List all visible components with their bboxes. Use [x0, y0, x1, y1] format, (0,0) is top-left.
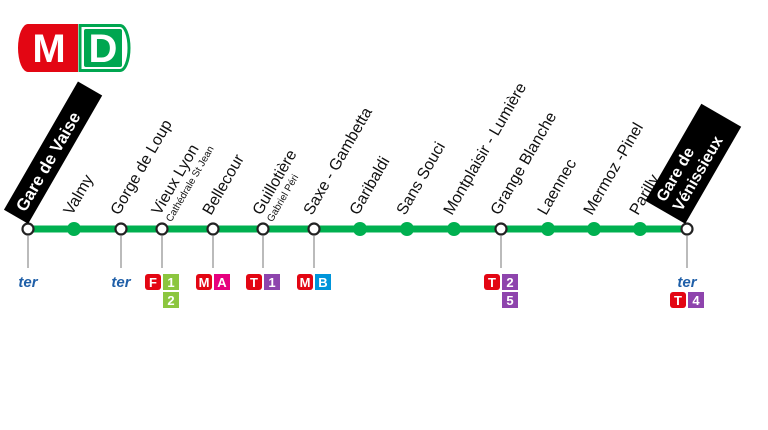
connection-badge-label: F	[149, 275, 157, 290]
station-marker-grange-blanche[interactable]	[494, 222, 508, 236]
connection-badge-t	[484, 274, 500, 290]
logo-line-letter: D	[89, 27, 118, 71]
station-marker-saxe-gambetta[interactable]	[307, 222, 321, 236]
station-name: Montplaisir - Lumière	[441, 80, 530, 218]
connections-gorge-de-loup: ter	[111, 274, 131, 291]
logo-metro-badge	[18, 24, 78, 72]
station-marker-laennec[interactable]	[541, 222, 555, 236]
station-label-sans-souci[interactable]: Sans Souci	[394, 139, 449, 218]
connection-badge-1	[163, 274, 179, 290]
station-marker-gorge-de-loup[interactable]	[114, 222, 128, 236]
station-marker-gare-de-venissieux[interactable]	[680, 222, 694, 236]
ter-train-icon: ter	[18, 274, 38, 291]
station-marker-vieux-lyon[interactable]	[155, 222, 169, 236]
connections-gare-de-vaise: ter	[18, 274, 38, 291]
connection-badge-label: T	[488, 275, 496, 290]
station-marker-montplaisir-lumiere[interactable]	[447, 222, 461, 236]
connection-badge-label: 2	[506, 275, 513, 290]
station-label-montplaisir-lumiere[interactable]: Montplaisir - Lumière	[441, 80, 530, 218]
terminus-label-bg	[645, 103, 742, 224]
connection-badge-label: M	[300, 275, 311, 290]
connection-badge-1	[264, 274, 280, 290]
connection-badge-5	[502, 292, 518, 308]
connection-badge-t	[246, 274, 262, 290]
station-label-valmy[interactable]: Valmy	[61, 172, 97, 218]
station-marker-guillotiere[interactable]	[256, 222, 270, 236]
station-marker-garibaldi[interactable]	[353, 222, 367, 236]
connection-badge-label: 1	[268, 275, 275, 290]
station-marker-parilly[interactable]	[633, 222, 647, 236]
station-marker-valmy[interactable]	[67, 222, 81, 236]
connection-badge-b	[315, 274, 331, 290]
connection-badge-m	[297, 274, 313, 290]
connection-badge-m	[196, 274, 212, 290]
station-marker-mermoz-pinel[interactable]	[587, 222, 601, 236]
station-name: Garibaldi	[347, 154, 394, 218]
station-name: Laennec	[535, 156, 580, 218]
station-label-garibaldi[interactable]: Garibaldi	[347, 154, 394, 218]
connection-badge-4	[688, 292, 704, 308]
connection-badge-a	[214, 274, 230, 290]
connection-badge-label: 4	[692, 293, 700, 308]
connection-badge-label: 2	[167, 293, 174, 308]
connection-badge-label: 1	[167, 275, 174, 290]
connection-badge-label: A	[217, 275, 227, 290]
ter-train-icon: ter	[111, 274, 131, 291]
connection-badge-label: 5	[506, 293, 513, 308]
logo-line-fill	[84, 29, 122, 67]
station-marker-sans-souci[interactable]	[400, 222, 414, 236]
connection-badge-2	[502, 274, 518, 290]
station-marker-gare-de-vaise[interactable]	[21, 222, 35, 236]
connection-badge-label: B	[318, 275, 327, 290]
connection-badge-t	[670, 292, 686, 308]
station-name: Sans Souci	[394, 139, 449, 218]
station-label-laennec[interactable]: Laennec	[535, 156, 580, 218]
connection-badge-2	[163, 292, 179, 308]
connection-badge-label: T	[250, 275, 258, 290]
connection-badge-label: M	[199, 275, 210, 290]
ter-train-icon: ter	[677, 274, 697, 291]
connection-badge-label: T	[674, 293, 682, 308]
line-logo: M D	[18, 24, 131, 72]
station-name: Valmy	[61, 172, 97, 218]
station-marker-bellecour[interactable]	[206, 222, 220, 236]
terminus-label-bg	[3, 81, 103, 224]
terminus-label-gare-de-vaise[interactable]: Gare de Vaise	[3, 81, 103, 224]
logo-metro-letter: M	[32, 27, 65, 71]
connection-badge-f	[145, 274, 161, 290]
